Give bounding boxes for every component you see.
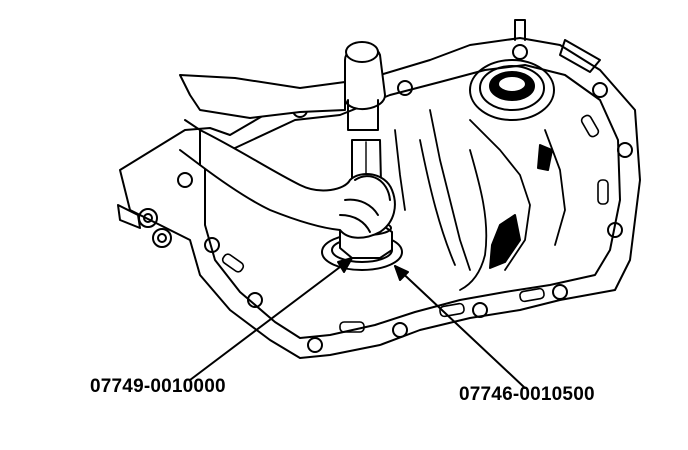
flange-bolt-boss [617,142,633,158]
leader-arrow-left [337,257,353,273]
upper-bearing-seal-hole [497,75,527,93]
breather-tube [514,19,526,41]
flange-bolt-boss [392,322,408,338]
flange-bolt-boss [247,292,263,308]
leader-arrow-right [394,265,409,281]
flange-bolt-boss [607,222,623,238]
upper-bearing-boss-mid [479,65,545,111]
flange-bolt-boss [397,80,413,96]
flange-bolt-boss [472,302,488,318]
tool-callout-right: 07746-0010500 [459,384,595,405]
left-side-bolts [117,204,172,248]
hammer-cap [345,41,379,63]
leader-line-left [189,257,353,381]
forearm-sleeve [179,119,201,166]
hammer-face [347,99,379,131]
hammer-arm [179,74,346,119]
finger-2 [339,214,371,233]
tool-callout-left: 07749-0010000 [90,376,226,397]
gripping-hand [199,129,396,239]
flange-bolt-boss [552,284,568,300]
internal-ribs [394,109,566,291]
leader-line-right [394,265,526,389]
internal-recess [537,144,553,171]
flange-bolt-boss [512,44,528,60]
case-flange-inner [204,64,621,339]
thumb [354,175,391,201]
upper-bearing-boss-outer [469,59,555,121]
flange-bolt-boss [307,337,323,353]
flange-bolt-boss [204,237,220,253]
fitting-top-right [559,39,601,73]
internal-recess [489,214,521,269]
flange-bolt-boss [177,172,193,188]
flange-slots [221,114,609,333]
flange-bolt-boss [592,82,608,98]
finger-1 [344,198,379,216]
